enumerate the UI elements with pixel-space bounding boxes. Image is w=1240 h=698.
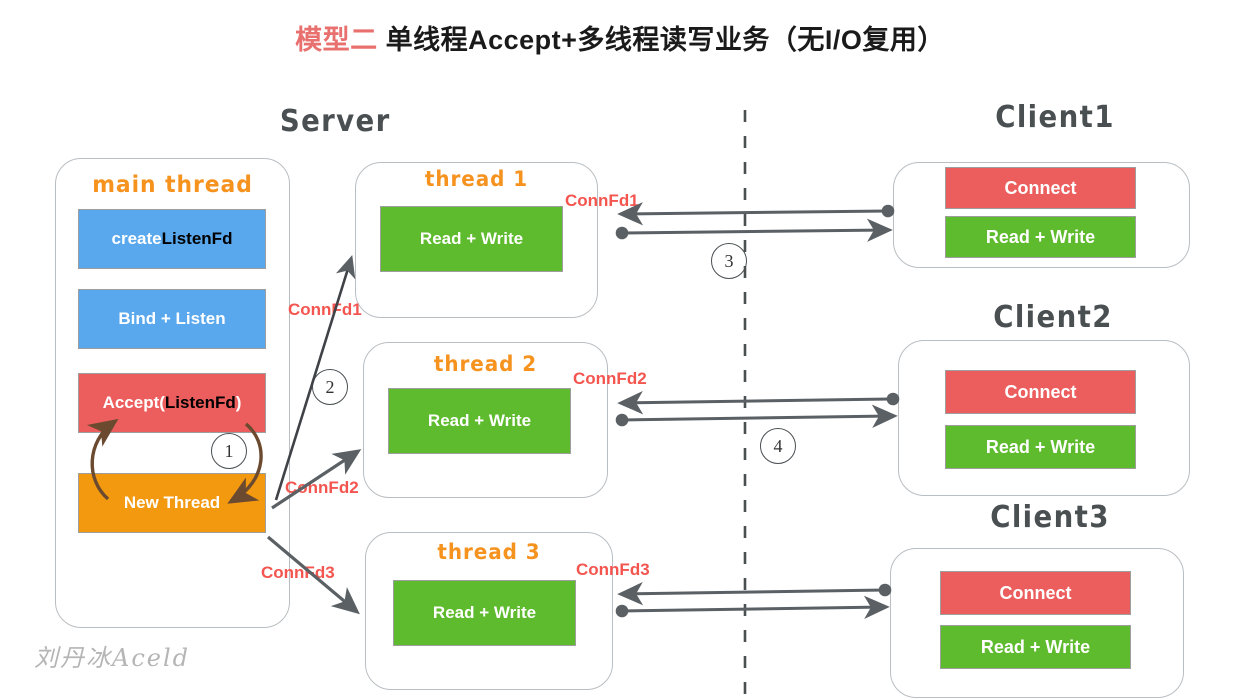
step-accept-tail: )	[235, 393, 242, 412]
marker-circle-1: 1	[211, 433, 247, 469]
connfd3-spawn-label: ConnFd3	[261, 563, 335, 582]
thread-1-title: thread 1	[424, 167, 529, 191]
marker-circle-4: 4	[760, 428, 796, 464]
client3-label: Client3	[990, 500, 1110, 535]
step-accept-keyword: ListenFd	[164, 393, 236, 412]
main-thread-title: main thread	[92, 172, 253, 198]
arrow-client2-to-thread2	[617, 390, 900, 415]
client-1-read-write[interactable]: Read + Write	[945, 216, 1136, 258]
server-section-label: Server	[279, 104, 391, 139]
step-bind-listen-text: Bind + Listen	[118, 309, 226, 328]
client-2-connect[interactable]: Connect	[945, 370, 1136, 414]
arrow-thread3-to-client3	[615, 595, 890, 620]
connfd1-spawn-label: ConnFd1	[288, 300, 362, 319]
thread-1-read-write[interactable]: Read + Write	[380, 206, 563, 272]
arrow-thread2-to-client2	[615, 404, 898, 429]
page-title-accent: 模型二	[295, 25, 378, 55]
step-new-thread[interactable]: New Thread	[78, 473, 266, 533]
client-1-read-write-text: Read + Write	[985, 226, 1096, 247]
step-create-listenfd-keyword: ListenFd	[161, 229, 233, 248]
connfd1-link-label: ConnFd1	[565, 191, 639, 210]
page-title: 模型二 单线程Accept+多线程读写业务（无I/O复用）	[0, 18, 1240, 57]
client-3-read-write[interactable]: Read + Write	[940, 625, 1131, 669]
step-bind-listen[interactable]: Bind + Listen	[78, 289, 266, 349]
connfd2-link-label: ConnFd2	[573, 369, 647, 388]
step-accept-listenfd[interactable]: Accept(ListenFd)	[78, 373, 266, 433]
arrow-thread1-to-client1	[615, 218, 893, 242]
client-2-read-write-text: Read + Write	[985, 436, 1096, 457]
step-new-thread-text: New Thread	[123, 493, 221, 512]
page-title-rest: 单线程Accept+多线程读写业务（无I/O复用）	[377, 25, 945, 55]
thread-2-read-write[interactable]: Read + Write	[388, 388, 571, 454]
thread-2-title: thread 2	[433, 352, 538, 376]
marker-circle-2: 2	[312, 369, 348, 405]
client-2-connect-text: Connect	[1004, 381, 1077, 402]
thread-3-read-write[interactable]: Read + Write	[393, 580, 576, 646]
step-create-listenfd[interactable]: create ListenFd	[78, 209, 266, 269]
arrow-client1-to-thread1	[617, 202, 895, 226]
author-watermark: 刘丹冰Aceld	[34, 644, 191, 672]
client-2-container	[898, 340, 1190, 496]
client2-label: Client2	[993, 300, 1113, 335]
thread-2-read-write-text: Read + Write	[427, 411, 532, 430]
client-1-connect[interactable]: Connect	[945, 167, 1136, 209]
thread-3-title: thread 3	[437, 540, 541, 564]
client1-label: Client1	[995, 100, 1115, 135]
connfd2-spawn-label: ConnFd2	[285, 478, 359, 497]
step-accept-text: Accept(	[102, 393, 165, 412]
connfd3-link-label: ConnFd3	[576, 560, 650, 579]
marker-circle-3: 3	[711, 243, 747, 279]
step-create-listenfd-text: create	[111, 229, 162, 248]
client-1-connect-text: Connect	[1004, 177, 1077, 198]
client-3-read-write-text: Read + Write	[980, 636, 1091, 657]
client-3-connect-text: Connect	[999, 582, 1072, 603]
arrow-client3-to-thread3	[617, 581, 892, 606]
thread-3-read-write-text: Read + Write	[432, 603, 537, 622]
client-2-read-write[interactable]: Read + Write	[945, 425, 1136, 469]
thread-1-read-write-text: Read + Write	[419, 229, 524, 248]
client-3-connect[interactable]: Connect	[940, 571, 1131, 615]
